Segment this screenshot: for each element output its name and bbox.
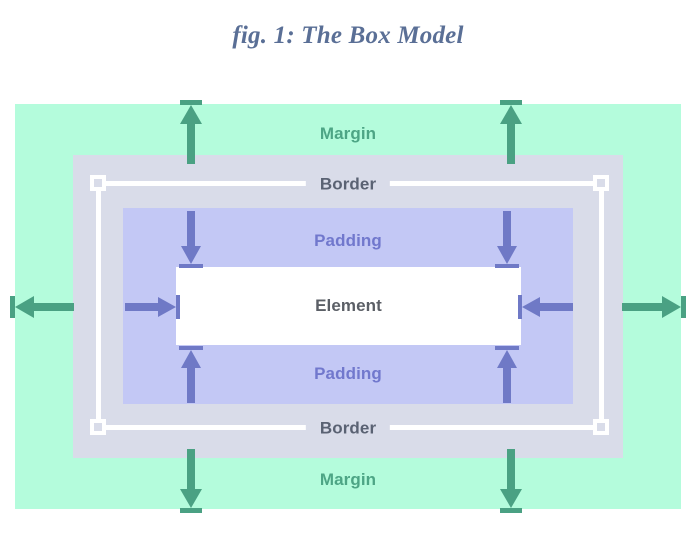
padding-label-bottom: Padding	[314, 364, 382, 383]
margin-arrow-right	[622, 292, 686, 322]
padding-arrow-up-left	[178, 345, 204, 403]
margin-arrow-down-left	[176, 449, 206, 513]
element-region	[176, 267, 521, 345]
margin-label-bottom: Margin	[319, 470, 377, 489]
margin-arrow-up-right	[496, 100, 526, 164]
border-guide-line-right	[599, 181, 604, 430]
corner-handle-bottom-right[interactable]	[593, 419, 609, 435]
corner-handle-top-left[interactable]	[90, 175, 106, 191]
margin-arrow-left	[10, 292, 74, 322]
border-label-top: Border	[305, 175, 391, 193]
border-label-bottom: Border	[305, 419, 391, 437]
margin-arrow-up-left	[176, 100, 206, 164]
padding-arrow-down-right	[494, 211, 520, 269]
element-label: Element	[315, 296, 382, 315]
corner-handle-bottom-left[interactable]	[90, 419, 106, 435]
margin-arrow-down-right	[496, 449, 526, 513]
padding-label-top: Padding	[314, 231, 382, 250]
padding-arrow-up-right	[494, 345, 520, 403]
corner-handle-top-right[interactable]	[593, 175, 609, 191]
border-guide-line-left	[96, 181, 101, 430]
padding-arrow-down-left	[178, 211, 204, 269]
padding-arrow-right-inner	[125, 294, 181, 320]
margin-label-top: Margin	[319, 124, 377, 143]
page-title: fig. 1: The Box Model	[232, 22, 464, 49]
padding-region	[123, 208, 573, 404]
padding-arrow-left-inner	[517, 294, 573, 320]
